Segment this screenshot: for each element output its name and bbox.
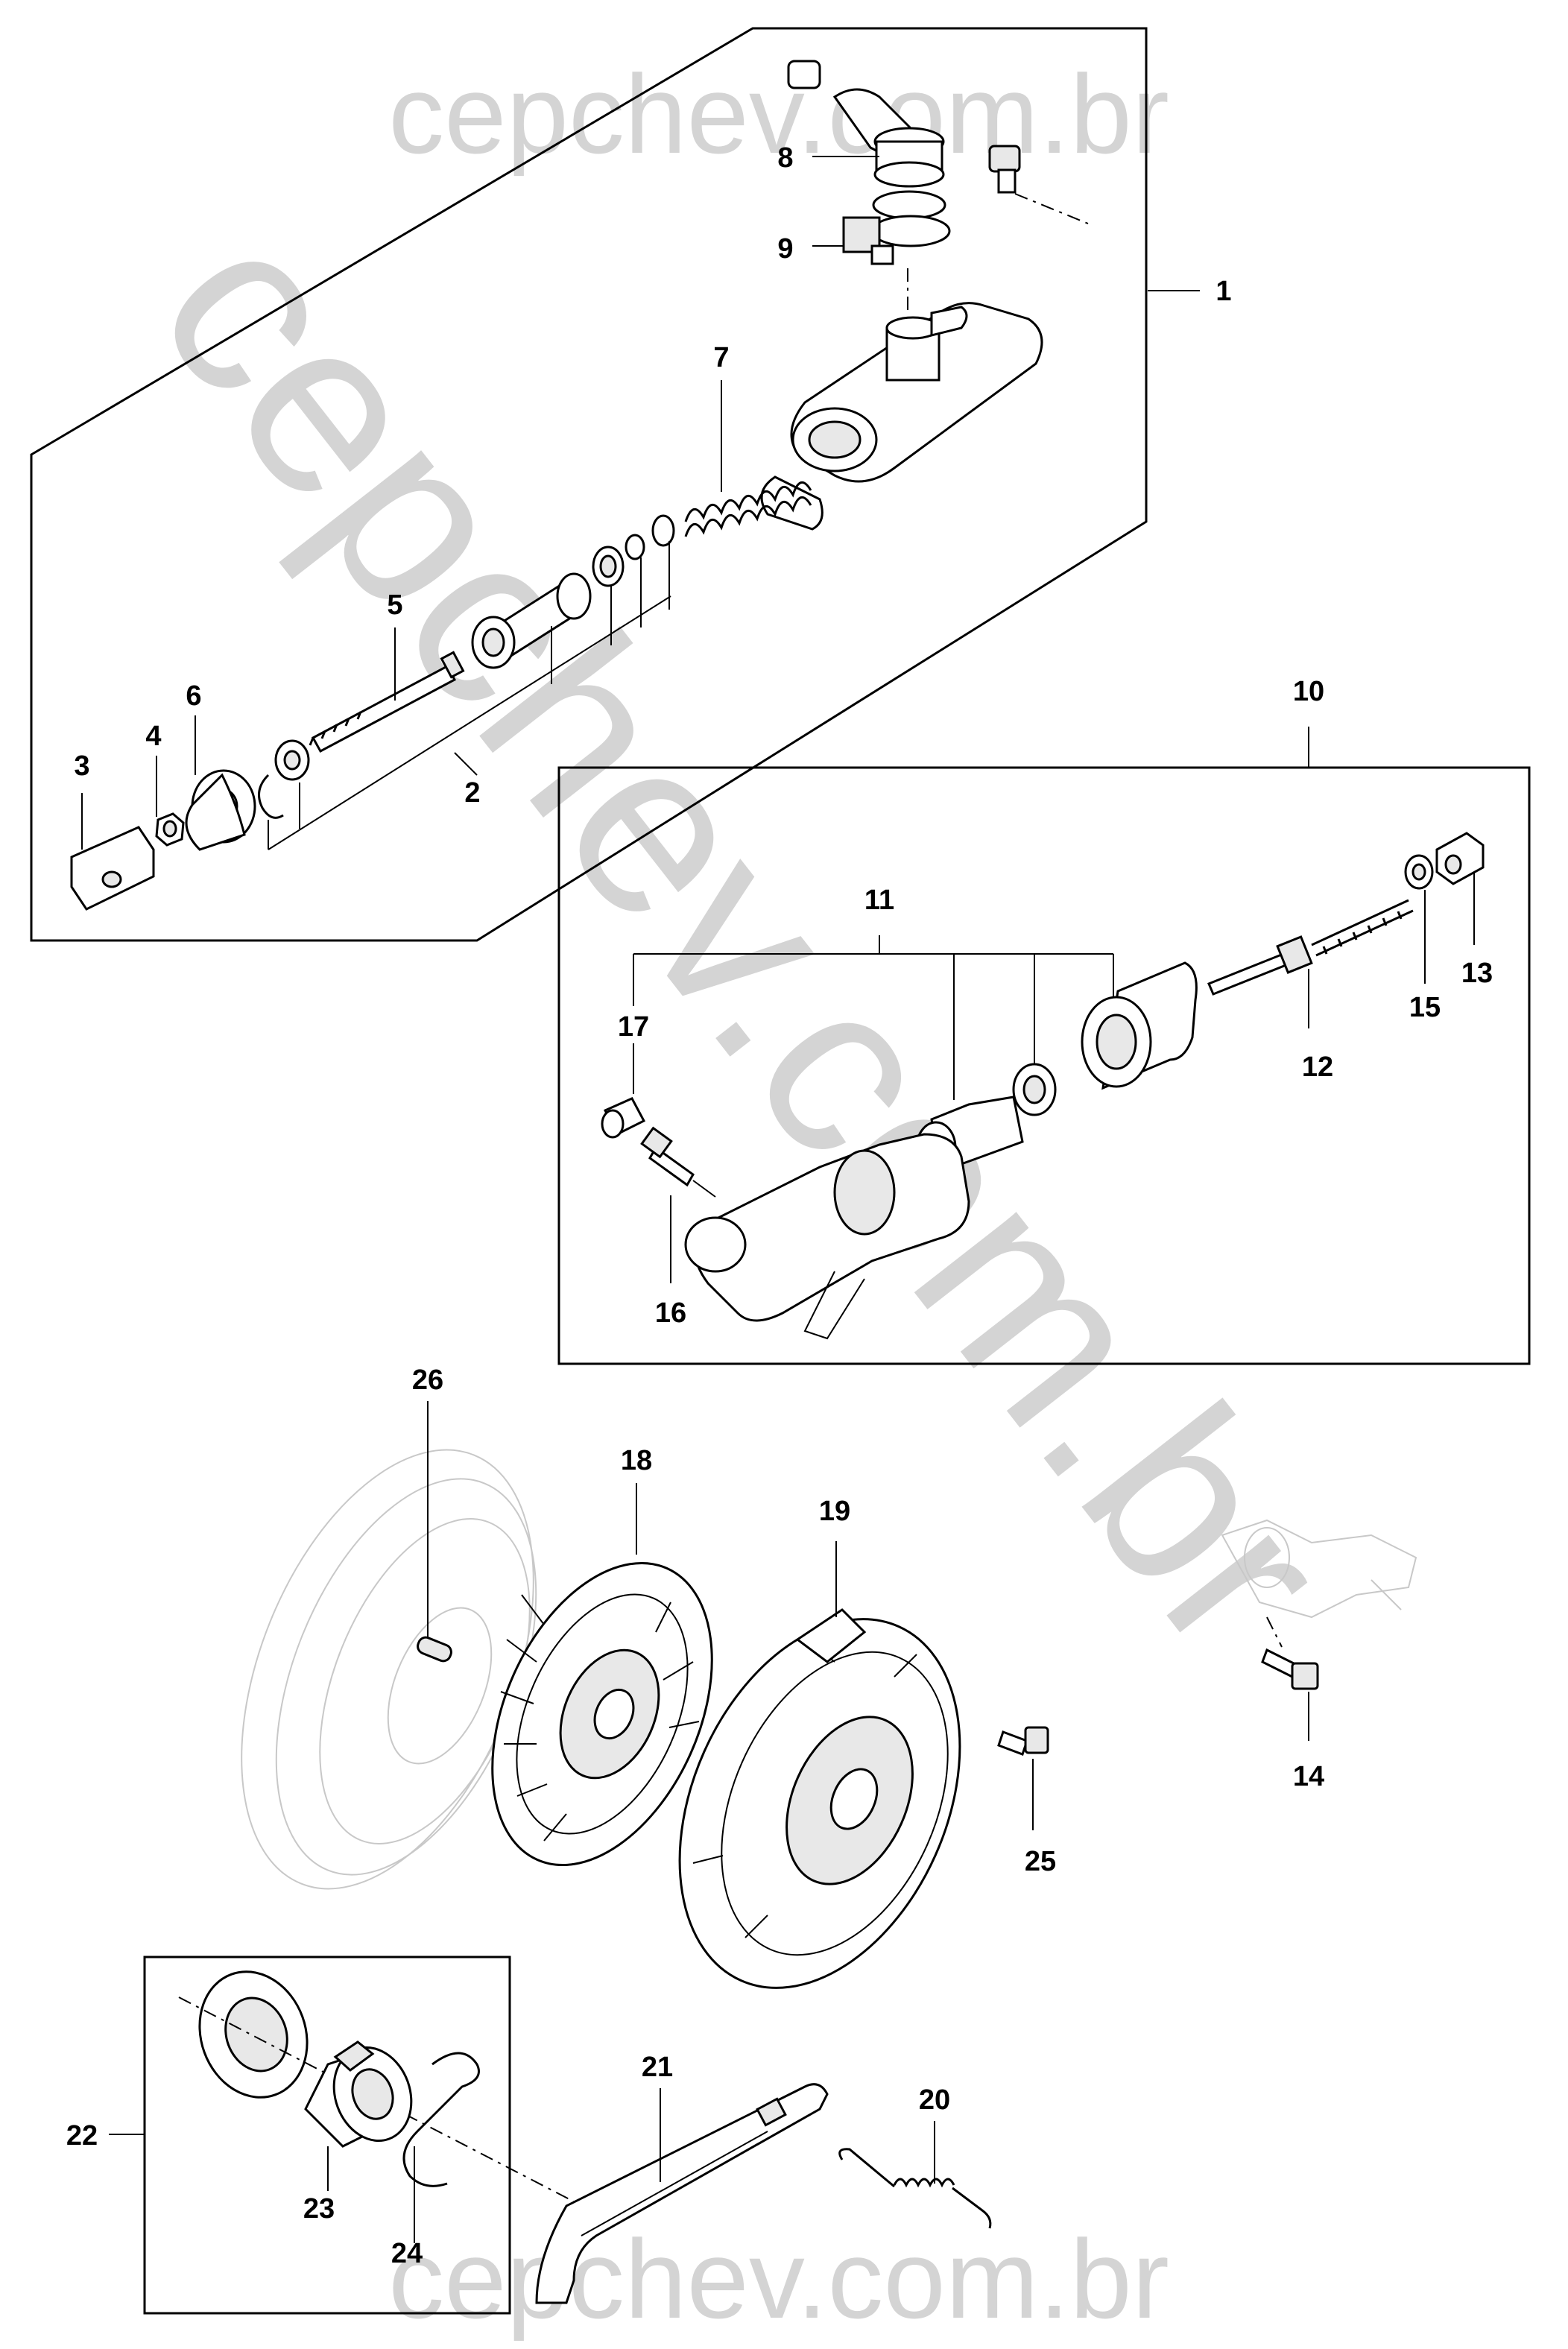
slave-boot-part [1081, 961, 1198, 1090]
callout-8: 8 [777, 142, 793, 174]
piston-seals-part [592, 514, 675, 587]
watermark-top: cepchev.com.br [388, 51, 1169, 177]
retaining-clip-part [402, 2052, 480, 2187]
callout-11: 11 [864, 885, 894, 916]
reservoir-hose-part [787, 60, 945, 188]
slave-cylinder-ghost [1221, 1519, 1417, 1619]
callout-19: 19 [819, 1496, 850, 1527]
master-cylinder-group-box [30, 27, 1148, 942]
clevis-part [70, 826, 155, 911]
callout-2: 2 [464, 777, 480, 809]
return-spring-part [684, 481, 812, 537]
bleeder-cap-part [601, 1097, 646, 1139]
pushrod-part [309, 651, 465, 753]
callout-20: 20 [919, 2084, 950, 2116]
fork-spring-part [838, 2148, 992, 2229]
watermark-diagonal: cepchev.com.br [107, 176, 1382, 1700]
callout-21: 21 [642, 2052, 673, 2083]
bleed-screw-part [988, 145, 1021, 194]
reservoir-clamp-part [842, 190, 951, 265]
callout-1: 1 [1215, 276, 1231, 307]
release-bearing-seal-part [198, 1970, 309, 2099]
piston-part [471, 572, 592, 669]
release-fork-part [535, 2083, 829, 2304]
callout-7: 7 [713, 342, 729, 373]
callout-6: 6 [186, 680, 201, 712]
callout-3: 3 [74, 750, 89, 782]
line-nut-part [1435, 832, 1485, 885]
callout-18: 18 [621, 1445, 652, 1476]
pressure-plate-bolt-part [997, 1726, 1049, 1756]
slave-mount-bolt-part [1261, 1648, 1319, 1690]
callout-24: 24 [391, 2238, 423, 2269]
hydraulic-line-part [1207, 899, 1414, 996]
retaining-ring-part [258, 739, 310, 819]
callout-10: 10 [1293, 676, 1324, 707]
callout-25: 25 [1025, 1846, 1056, 1877]
callout-4: 4 [145, 721, 161, 752]
watermark-bottom: cepchev.com.br [388, 2216, 1169, 2342]
callout-16: 16 [655, 1297, 686, 1329]
callout-15: 15 [1409, 992, 1441, 1023]
dowel-pin-part [417, 1636, 452, 1663]
lock-nut-part [155, 812, 185, 847]
clutch-disc-part [491, 1561, 713, 1867]
kit-bracket-2 [268, 541, 671, 850]
line-washer-part [1404, 854, 1434, 890]
slave-seal-part [1012, 1063, 1057, 1116]
callout-23: 23 [303, 2193, 335, 2225]
pressure-plate-part [678, 1608, 961, 1989]
slave-cylinder-body [684, 1133, 970, 1340]
callout-26: 26 [412, 1365, 443, 1396]
master-cylinder-body [760, 302, 1043, 531]
leaders-group-10 [633, 872, 1475, 1283]
dust-boot-part [185, 769, 256, 851]
callout-13: 13 [1461, 958, 1493, 989]
callout-14: 14 [1293, 1761, 1324, 1792]
slave-cylinder-group-box [557, 766, 1531, 1365]
callout-12: 12 [1302, 1052, 1333, 1083]
callout-17: 17 [618, 1011, 649, 1043]
bleeder-valve-part [640, 1126, 716, 1198]
kit-bracket-11 [633, 935, 1114, 1100]
callout-22: 22 [66, 2120, 98, 2152]
leaders-group-1 [81, 156, 1200, 850]
callout-9: 9 [777, 233, 793, 265]
callout-5: 5 [387, 589, 402, 621]
release-bearing-part [304, 2040, 413, 2148]
